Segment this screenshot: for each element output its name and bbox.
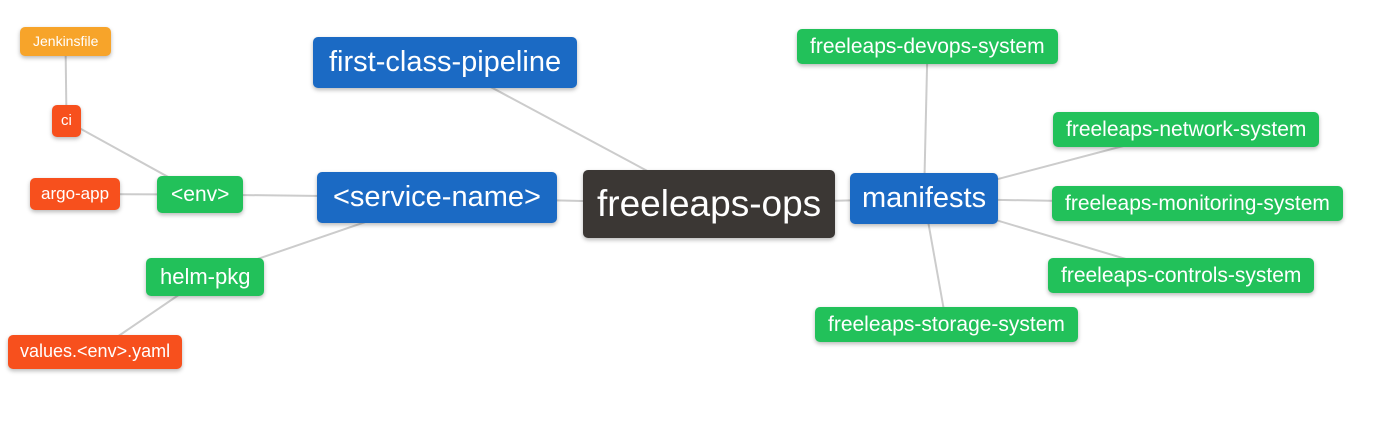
node-label: helm-pkg xyxy=(160,264,251,289)
node-label: <env> xyxy=(171,183,230,206)
node-label: <service-name> xyxy=(333,181,541,213)
node-service-name[interactable]: <service-name> xyxy=(317,172,557,223)
node-label: values.<env>.yaml xyxy=(20,341,171,361)
node-label: freeleaps-ops xyxy=(597,183,822,224)
node-manifests[interactable]: manifests xyxy=(850,173,999,224)
node-label: freeleaps-devops-system xyxy=(810,35,1045,58)
node-label: freeleaps-monitoring-system xyxy=(1065,192,1330,215)
node-env[interactable]: <env> xyxy=(157,176,244,214)
node-freeleaps-devops-system[interactable]: freeleaps-devops-system xyxy=(797,29,1058,65)
node-label: freeleaps-network-system xyxy=(1066,118,1307,141)
node-freeleaps-storage-system[interactable]: freeleaps-storage-system xyxy=(815,307,1078,343)
node-label: manifests xyxy=(862,182,987,214)
node-argo-app[interactable]: argo-app xyxy=(30,178,121,211)
node-freeleaps-controls-system[interactable]: freeleaps-controls-system xyxy=(1048,258,1315,294)
node-helm-pkg[interactable]: helm-pkg xyxy=(146,258,265,297)
node-first-class-pipeline[interactable]: first-class-pipeline xyxy=(313,37,578,88)
node-ci[interactable]: ci xyxy=(52,105,81,137)
node-freeleaps-monitoring-system[interactable]: freeleaps-monitoring-system xyxy=(1052,186,1343,222)
node-label: first-class-pipeline xyxy=(329,46,562,78)
node-label: Jenkinsfile xyxy=(33,33,99,49)
node-jenkinsfile[interactable]: Jenkinsfile xyxy=(20,27,112,56)
node-freeleaps-network-system[interactable]: freeleaps-network-system xyxy=(1053,112,1320,148)
node-label: freeleaps-storage-system xyxy=(828,313,1065,336)
node-values-env-yaml[interactable]: values.<env>.yaml xyxy=(8,335,183,369)
node-label: argo-app xyxy=(41,184,110,203)
node-label: ci xyxy=(61,112,72,129)
node-freeleaps-ops-root[interactable]: freeleaps-ops xyxy=(583,170,836,239)
node-label: freeleaps-controls-system xyxy=(1061,264,1302,287)
